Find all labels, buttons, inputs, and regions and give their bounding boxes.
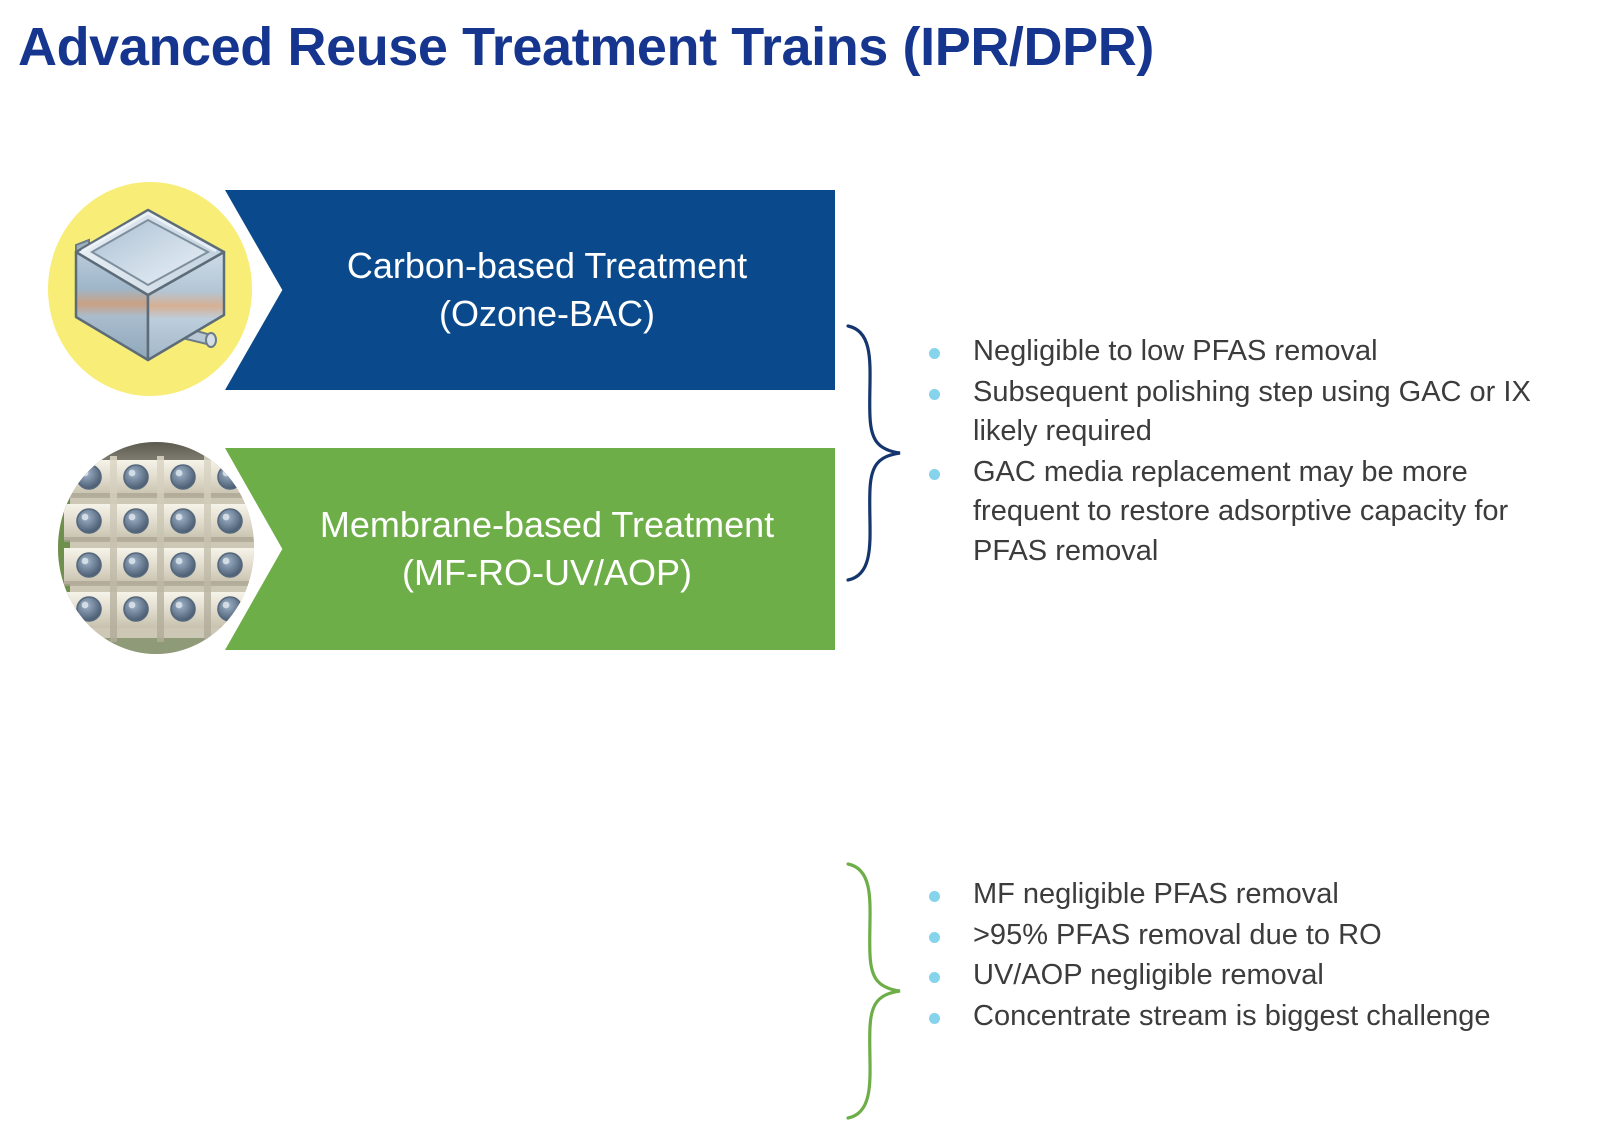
list-item-text: Negligible to low PFAS removal: [973, 335, 1378, 367]
list-item: MF negligible PFAS removal: [918, 875, 1558, 915]
banner-membrane-based-treatment[interactable]: Membrane-based Treatment (MF-RO-UV/AOP): [225, 448, 835, 650]
badge-membrane-photo-circle: [58, 442, 254, 654]
list-item: GAC media replacement may be more freque…: [918, 453, 1558, 572]
list-item-text: GAC media replacement may be more freque…: [973, 455, 1509, 567]
banner-carbon-based-treatment[interactable]: Carbon-based Treatment (Ozone-BAC): [225, 190, 835, 390]
list-item-text: UV/AOP negligible removal: [973, 959, 1324, 991]
badge-carbon-icon-circle: [48, 182, 252, 396]
brace-membrane: [838, 860, 908, 1122]
bullet-list-membrane: MF negligible PFAS removal >95% PFAS rem…: [918, 875, 1558, 1037]
list-item: UV/AOP negligible removal: [918, 956, 1558, 996]
list-item-text: MF negligible PFAS removal: [973, 878, 1339, 910]
bullet-dot-icon: [929, 972, 940, 983]
bullet-dot-icon: [929, 1012, 940, 1024]
bullet-dot-icon: [929, 468, 940, 480]
treatment-basin-icon: [48, 182, 252, 396]
ro-membrane-vessels-photo: [58, 442, 254, 654]
brace-carbon: [838, 322, 908, 584]
bullet-dot-icon: [929, 931, 940, 943]
bullet-dot-icon: [929, 388, 940, 400]
banner-label-membrane: Membrane-based Treatment (MF-RO-UV/AOP): [319, 504, 775, 593]
treatment-row-carbon: Carbon-based Treatment (Ozone-BAC): [0, 170, 1600, 582]
bullet-list-carbon: Negligible to low PFAS removal Subsequen…: [918, 332, 1558, 572]
list-item: Concentrate stream is biggest challenge: [918, 997, 1558, 1037]
bullet-dot-icon: [929, 348, 940, 359]
list-item: >95% PFAS removal due to RO: [918, 916, 1558, 956]
list-item: Subsequent polishing step using GAC or I…: [918, 373, 1558, 452]
treatment-row-membrane: Membrane-based Treatment (MF-RO-UV/AOP): [0, 432, 1600, 1120]
list-item-text: >95% PFAS removal due to RO: [973, 918, 1382, 951]
list-item-text: Subsequent polishing step using GAC or I…: [973, 375, 1531, 448]
banner-label-carbon: Carbon-based Treatment (Ozone-BAC): [346, 245, 748, 334]
page-title: Advanced Reuse Treatment Trains (IPR/DPR…: [18, 17, 1154, 77]
list-item: Negligible to low PFAS removal: [918, 332, 1558, 372]
bullet-dot-icon: [929, 891, 940, 902]
list-item-text: Concentrate stream is biggest challenge: [973, 999, 1491, 1032]
